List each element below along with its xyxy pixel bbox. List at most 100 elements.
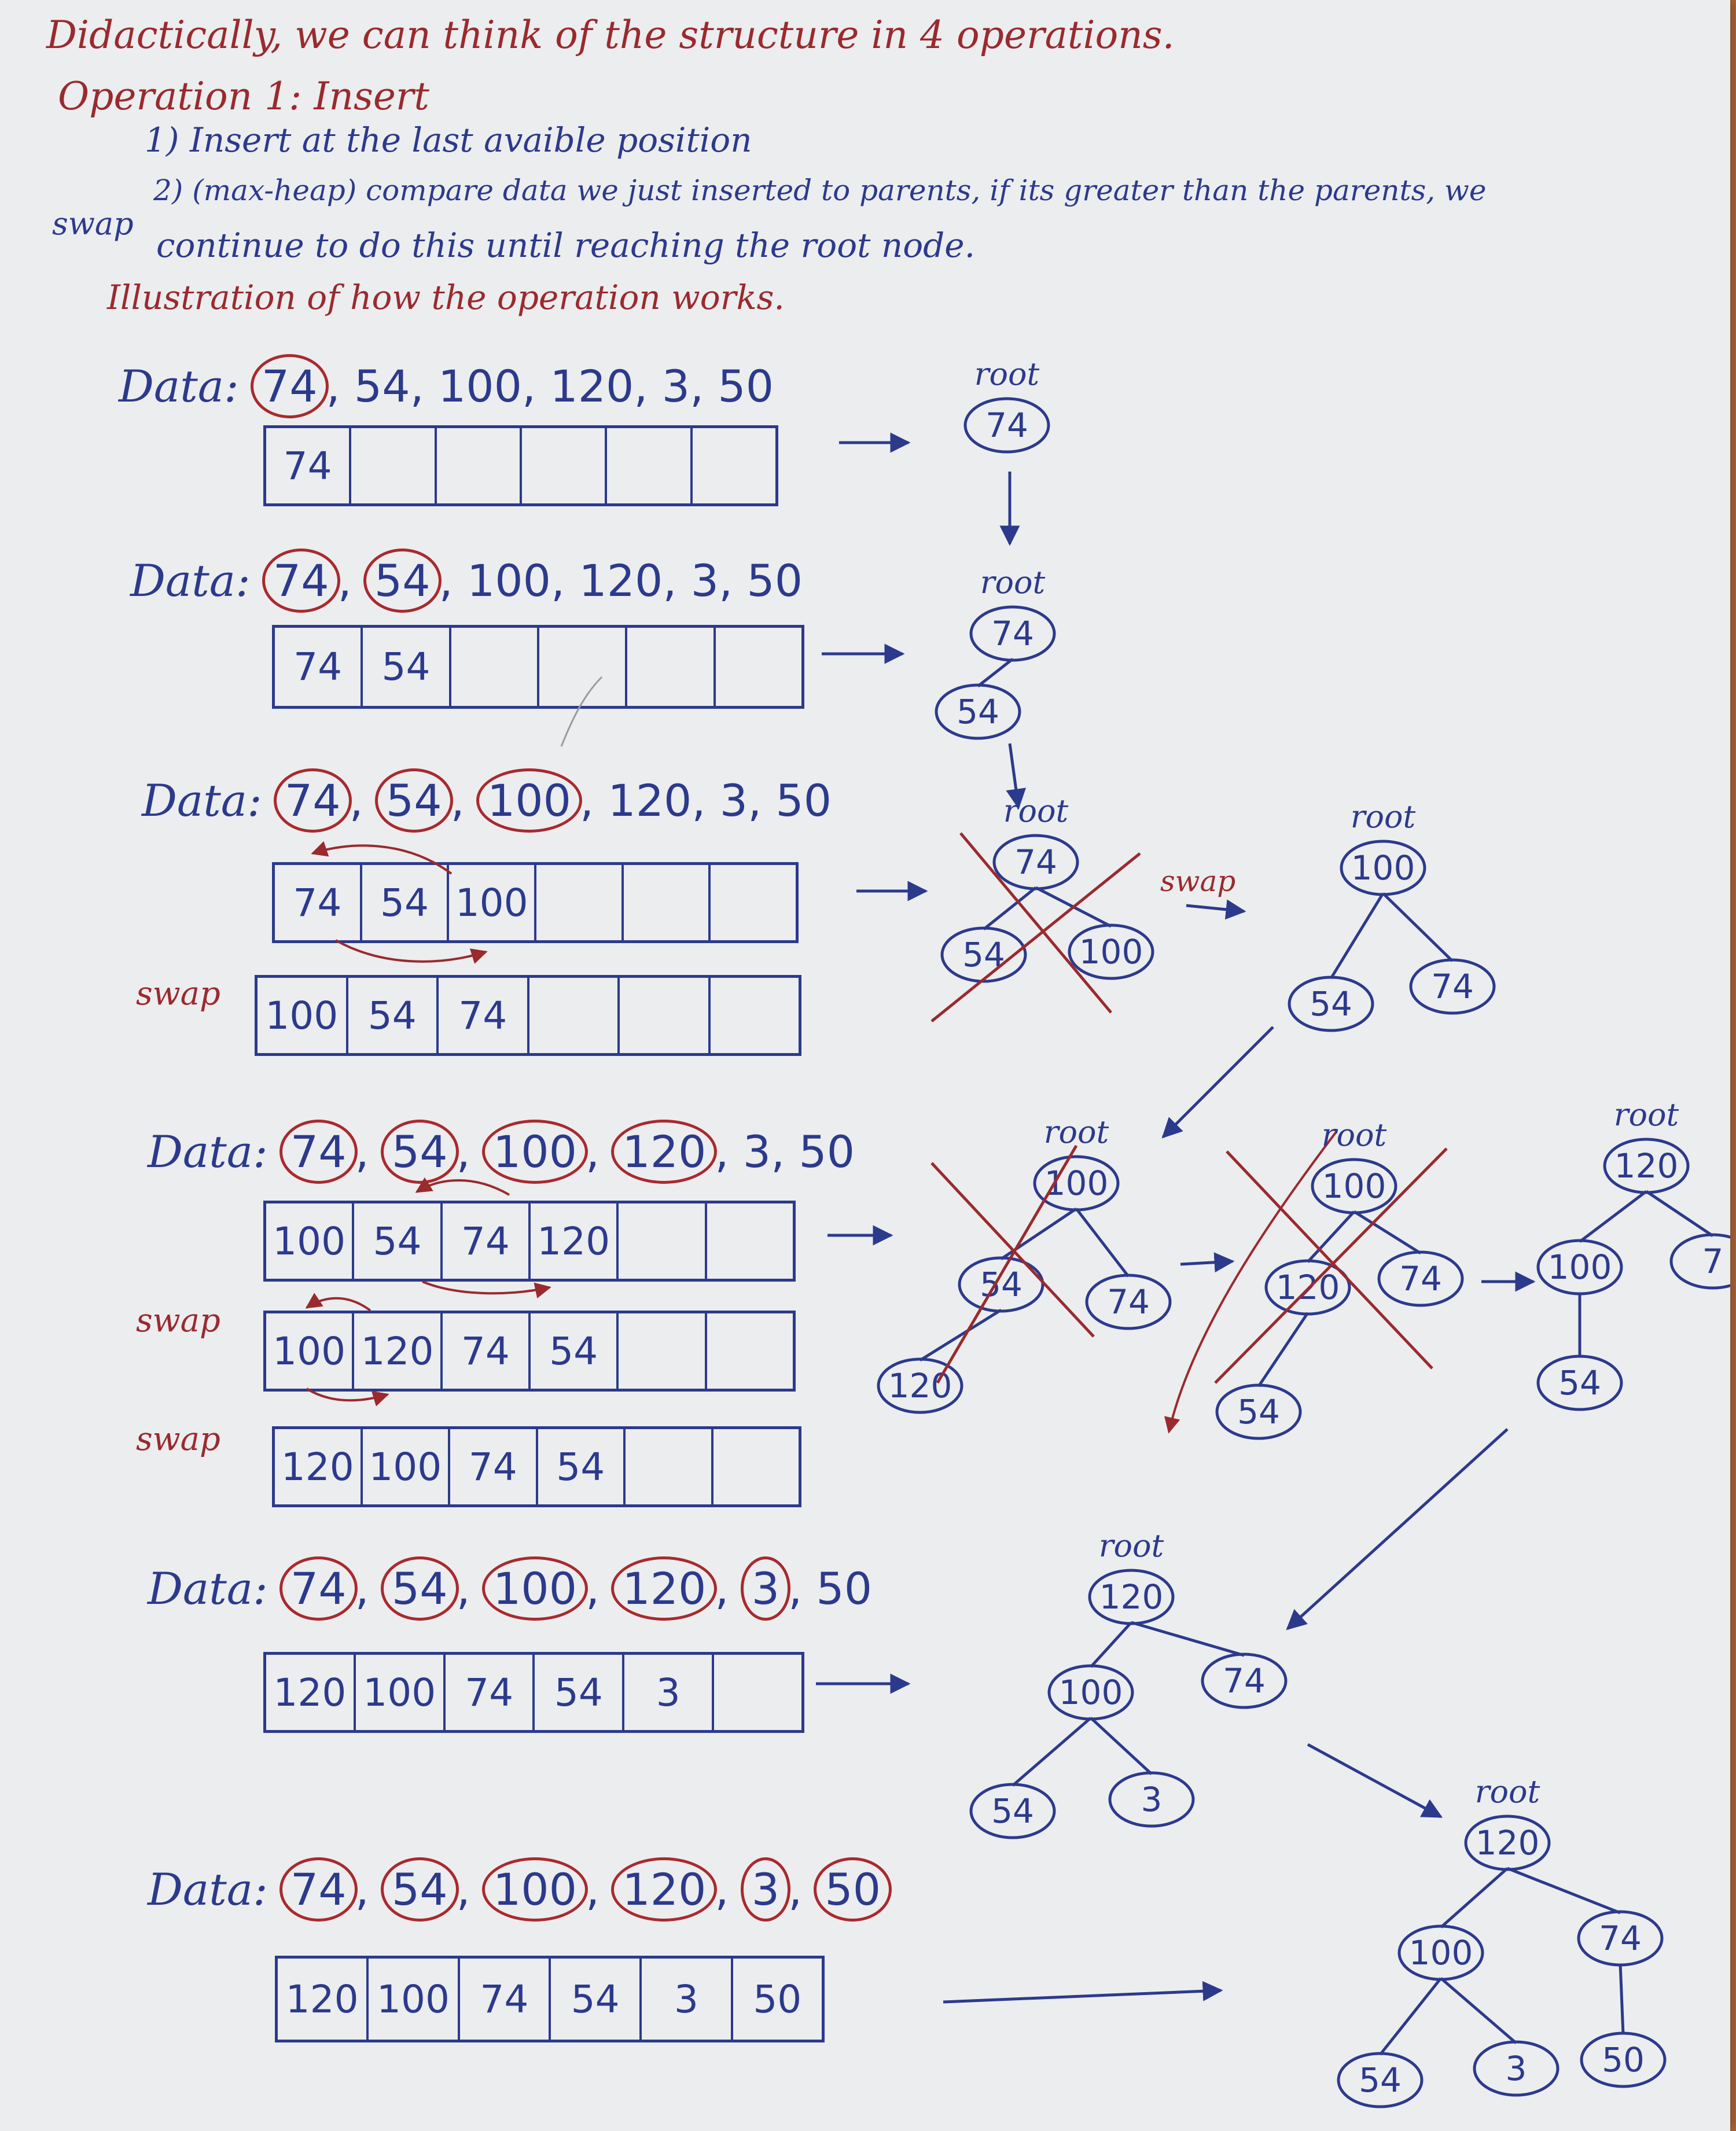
- separator: ,: [788, 1864, 816, 1915]
- circled-value: 3: [740, 1857, 791, 1922]
- circled-value: 120: [611, 1857, 718, 1922]
- step-1-text: 1) Insert at the last avaible position: [145, 120, 752, 160]
- array-cell: 54: [362, 865, 450, 940]
- data-row-4: Data: 74, 54, 100, 120, 3, 50: [148, 1120, 855, 1184]
- circled-value: 54: [374, 768, 453, 833]
- tree-node: 54: [1288, 976, 1374, 1032]
- tree-edge: [1012, 1717, 1092, 1787]
- pending-value: 3: [661, 360, 690, 412]
- tree-edge: [1507, 1867, 1621, 1915]
- arrow-icon: [1286, 1428, 1509, 1631]
- tree-edge: [1257, 1312, 1310, 1387]
- array-cell: 50: [753, 1977, 802, 2022]
- svg-text:54: 54: [1310, 984, 1352, 1024]
- array-cell: [529, 978, 620, 1053]
- circled-value: 120: [611, 1120, 718, 1184]
- array-cell: 74: [439, 978, 529, 1053]
- root-label: root: [1044, 1114, 1109, 1150]
- tree-node: 74: [969, 605, 1056, 662]
- pending-value: 54: [354, 360, 410, 412]
- tree-edge: [1353, 1210, 1422, 1255]
- tree-node: 54: [969, 1783, 1056, 1839]
- array-cell: [627, 628, 716, 706]
- swap-label: swap: [136, 1420, 220, 1458]
- tree-edge: [1579, 1190, 1647, 1243]
- separator: ,: [450, 775, 479, 826]
- separator: ,: [663, 555, 691, 606]
- separator: ,: [634, 360, 662, 412]
- array-cell: [620, 978, 711, 1053]
- tree-edge: [1379, 1977, 1442, 2056]
- separator: ,: [355, 1126, 383, 1177]
- pending-value: 50: [816, 1563, 873, 1614]
- tree-node: 120: [1088, 1569, 1175, 1625]
- array-cell: 74: [275, 865, 362, 940]
- root-label: root: [974, 356, 1040, 392]
- array-cell: [624, 865, 711, 940]
- step-2-text: 2) (max-heap) compare data we just inser…: [153, 174, 1487, 207]
- separator: ,: [355, 1563, 383, 1614]
- separator: ,: [456, 1126, 484, 1177]
- data-label: Data:: [130, 555, 264, 606]
- swap-label: swap: [136, 975, 220, 1013]
- arrow-icon: [943, 1981, 1223, 2004]
- separator: ,: [456, 1864, 484, 1915]
- separator: ,: [719, 555, 747, 606]
- tree-edge: [1307, 1210, 1355, 1263]
- array-cell: [607, 428, 693, 503]
- separator: ,: [522, 360, 550, 412]
- svg-text:3: 3: [1506, 2049, 1527, 2088]
- array-cell: 54: [531, 1313, 619, 1389]
- swap-label: swap: [136, 1302, 220, 1339]
- heap-array: 74: [263, 425, 778, 506]
- step-2-continuation: continue to do this until reaching the r…: [156, 226, 976, 265]
- tree-node: 74: [992, 834, 1079, 890]
- svg-text:120: 120: [888, 1366, 952, 1405]
- svg-text:100: 100: [1548, 1247, 1612, 1287]
- array-cell: 54: [535, 1655, 625, 1730]
- separator: ,: [456, 1563, 484, 1614]
- array-cell: [437, 428, 522, 503]
- root-label: root: [980, 564, 1046, 601]
- data-label: Data:: [148, 1864, 282, 1915]
- pending-value: 3: [742, 1126, 771, 1177]
- root-label: root: [1475, 1773, 1540, 1810]
- circled-value: 120: [611, 1556, 718, 1621]
- pending-value: 3: [690, 555, 719, 606]
- svg-text:74: 74: [1107, 1282, 1150, 1322]
- circled-value: 3: [740, 1556, 791, 1621]
- pending-value: 120: [579, 555, 663, 606]
- separator: ,: [748, 775, 776, 826]
- svg-text:100: 100: [1059, 1673, 1123, 1712]
- tree-node: 74: [1085, 1274, 1172, 1330]
- separator: ,: [355, 1864, 383, 1915]
- root-label: root: [1614, 1096, 1679, 1133]
- array-cell: 3: [642, 1959, 733, 2040]
- array-cell: [451, 628, 539, 706]
- tree-edge: [1131, 1621, 1245, 1657]
- data-row-5: Data: 74, 54, 100, 120, 3, 50: [148, 1556, 872, 1621]
- tree-node: 120: [1464, 1815, 1551, 1871]
- tree-edge: [1090, 1717, 1153, 1775]
- pending-value: 3: [719, 775, 748, 826]
- svg-text:54: 54: [1237, 1392, 1280, 1431]
- separator: ,: [439, 555, 467, 606]
- circled-value: 74: [279, 1857, 358, 1922]
- tree-edge: [1645, 1190, 1714, 1238]
- root-label: root: [1322, 1117, 1387, 1153]
- array-cell: 74: [460, 1959, 551, 2040]
- svg-text:74: 74: [1431, 967, 1474, 1006]
- array-cell: 54: [348, 978, 439, 1053]
- svg-text:3: 3: [1141, 1780, 1163, 1819]
- pending-value: 100: [466, 555, 551, 606]
- array-cell: [619, 1203, 707, 1279]
- tree-edge: [1075, 1208, 1130, 1278]
- separator: ,: [715, 1563, 743, 1614]
- array-cell: 100: [369, 1959, 460, 2040]
- array-cell: 120: [354, 1313, 443, 1389]
